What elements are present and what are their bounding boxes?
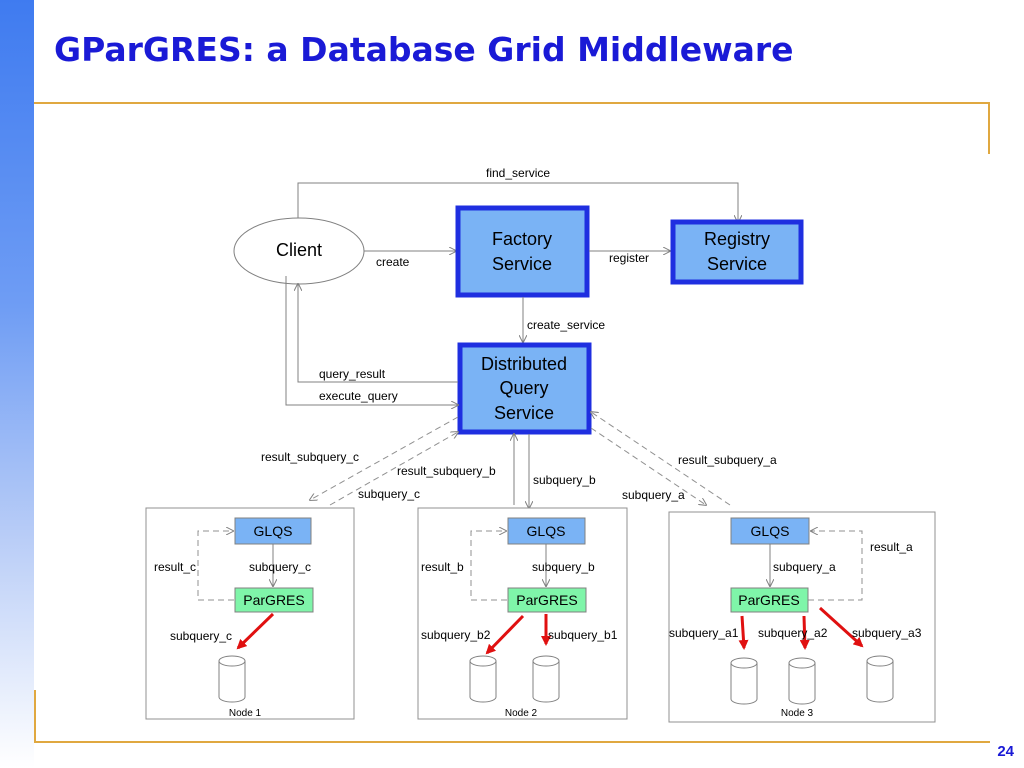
node-2-db-label-2: subquery_b1	[548, 628, 618, 642]
node-3-name: Node 3	[781, 708, 814, 719]
bottom-rule	[34, 741, 990, 743]
edge-result-subquery-c	[310, 416, 459, 500]
registry-service-box: Registry Service	[670, 219, 804, 285]
label-execute-query: execute_query	[319, 389, 398, 403]
factory-service-box: Factory Service	[455, 205, 590, 298]
label-subquery-a: subquery_a	[622, 488, 685, 502]
node-1-subquery-label: subquery_c	[249, 560, 311, 574]
slide-title: GParGRES: a Database Grid Middleware	[54, 30, 794, 69]
node-2-subquery-label: subquery_b	[532, 560, 595, 574]
label-result-subquery-c: result_subquery_c	[261, 450, 359, 464]
node-2-database-icon-1	[469, 655, 497, 703]
node-3-db-label-2: subquery_a2	[758, 626, 828, 640]
dqs-line1: Distributed	[481, 354, 567, 374]
node-2-glqs-label: GLQS	[527, 523, 566, 539]
right-rule-tick	[988, 102, 990, 154]
node-3-result-label: result_a	[870, 540, 913, 554]
label-result-subquery-b: result_subquery_b	[397, 464, 496, 478]
node-1-glqs-label: GLQS	[254, 523, 293, 539]
label-find-service: find_service	[486, 166, 550, 180]
node-3-database-icon-2	[788, 657, 816, 705]
edge-subquery-a	[590, 427, 706, 505]
label-subquery-b: subquery_b	[533, 473, 596, 487]
label-subquery-c: subquery_c	[358, 487, 420, 501]
registry-service-line2: Service	[707, 254, 767, 274]
node-3-subquery-label: subquery_a	[773, 560, 836, 574]
edge-execute-query	[285, 276, 458, 405]
node-3-pargres-box	[730, 587, 809, 613]
node-3-db-label-1: subquery_a1	[669, 626, 739, 640]
edge-query-result	[298, 284, 458, 383]
node-3-database-icon-3	[866, 655, 894, 703]
client-label: Client	[276, 240, 322, 260]
edge-subquery-c	[329, 432, 458, 506]
node-3-glqs-label: GLQS	[751, 523, 790, 539]
node-2-pargres-label: ParGRES	[516, 592, 577, 608]
node-3-db-label-3: subquery_a3	[852, 626, 922, 640]
node-1-db-label-1: subquery_c	[170, 629, 232, 643]
node-1-result-label: result_c	[154, 560, 196, 574]
node-3-pargres-label: ParGRES	[738, 592, 799, 608]
dqs-box: Distributed Query Service	[457, 342, 592, 435]
node-1-database-icon	[218, 655, 246, 703]
factory-service-line1: Factory	[492, 229, 552, 249]
node-2-db-label-1: subquery_b2	[421, 628, 491, 642]
factory-service-line2: Service	[492, 254, 552, 274]
node-3-database-icon-1	[730, 657, 758, 705]
dqs-line2: Query	[499, 378, 548, 398]
node-1-pargres-label: ParGRES	[243, 592, 304, 608]
label-create: create	[376, 255, 410, 269]
title-underline	[34, 102, 990, 104]
page-number: 24	[997, 743, 1014, 760]
dqs-line3: Service	[494, 403, 554, 423]
label-register: register	[609, 251, 649, 265]
node-3-glqs-box	[730, 517, 810, 545]
edge-find-service	[297, 182, 738, 222]
node-1-pargres-box	[234, 587, 314, 613]
node-2-pargres-box	[507, 587, 587, 613]
client-node: Client	[233, 217, 365, 285]
label-result-subquery-a: result_subquery_a	[678, 453, 777, 467]
node-1-name: Node 1	[229, 708, 262, 719]
node-3: GLQS result_a subquery_a ParGRES subquer…	[668, 511, 936, 723]
registry-service-line1: Registry	[704, 229, 770, 249]
label-query-result: query_result	[319, 367, 386, 381]
left-accent-bar	[0, 0, 34, 768]
node-2-result-label: result_b	[421, 560, 464, 574]
edge-result-subquery-a	[591, 412, 731, 506]
left-rule-tick	[34, 690, 36, 742]
node-2: GLQS result_b subquery_b ParGRES subquer…	[417, 507, 628, 720]
node-2-name: Node 2	[505, 708, 538, 719]
node-2-glqs-box	[507, 517, 586, 545]
node-1: GLQS result_c subquery_c ParGRES subquer…	[145, 507, 355, 720]
label-create-service: create_service	[527, 318, 605, 332]
node-2-database-icon-2	[532, 655, 560, 703]
